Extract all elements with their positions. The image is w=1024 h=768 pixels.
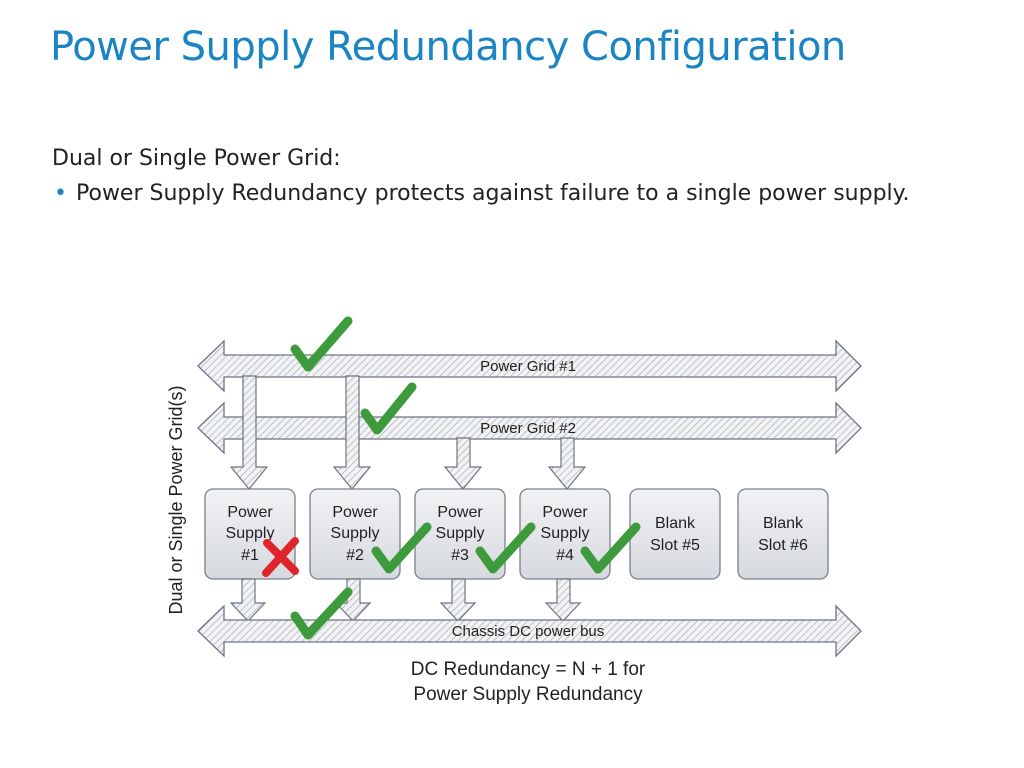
power-supply-3-label-3: #3 [451,547,469,564]
blank-slot-6-label-2: Slot #6 [758,537,808,554]
output-arrow-supply-4 [544,578,582,622]
power-supply-3-label-2: Supply [436,525,485,542]
supply-4-check-icon [580,522,641,574]
caption-line-1: DC Redundancy = N + 1 for [411,659,646,680]
dc-power-bus-arrow [197,604,862,658]
output-arrow-supply-3 [439,578,477,622]
power-supply-4-label-3: #4 [556,547,574,564]
power-grid-1-label: Power Grid #1 [480,358,576,375]
blank-slot-6-label-1: Blank [763,515,804,532]
side-label: Dual or Single Power Grid(s) [166,385,186,614]
power-supply-2-label-2: Supply [331,525,380,542]
power-grid-2-arrow [197,401,862,455]
supply-2-check-icon [371,522,432,574]
slide-title: Power Supply Redundancy Configuration [50,24,846,70]
dc-bus-check-icon [290,587,353,640]
blank-slot-6-box [737,488,829,580]
power-grid-1-arrow [197,339,862,393]
grid-1-check-icon [290,316,353,372]
blank-slot-5-label-2: Slot #5 [650,537,700,554]
power-supply-2-label-1: Power [332,504,378,521]
intro-text: Dual or Single Power Grid: [52,146,341,171]
power-supply-4-label-2: Supply [541,525,590,542]
bullet-text: Power Supply Redundancy protects against… [76,181,910,206]
feed-arrow-supply-1 [229,375,269,490]
power-supply-1-label-1: Power [227,504,273,521]
supply-1-fail-cross-icon [262,537,299,577]
output-arrow-supply-2 [334,578,372,622]
feed-arrow-supply-3 [443,437,483,490]
power-grid-2-label: Power Grid #2 [480,420,576,437]
dc-power-bus-label: Chassis DC power bus [452,623,605,640]
bullet-dot-icon: • [54,181,67,206]
power-redundancy-diagram: Dual or Single Power Grid(s) Power Grid … [166,316,862,705]
feed-arrow-supply-4 [547,437,587,490]
caption-line-2: Power Supply Redundancy [413,684,643,705]
blank-slot-5-label-1: Blank [655,515,696,532]
power-supply-3-label-1: Power [437,504,483,521]
power-supply-1-label-2: Supply [226,525,275,542]
bullet-list: • Power Supply Redundancy protects again… [52,178,982,210]
supply-3-check-icon [475,522,536,574]
power-supply-4-label-1: Power [542,504,588,521]
output-arrow-supply-1 [229,578,267,622]
grid-2-check-icon [360,382,417,435]
bullet-item: • Power Supply Redundancy protects again… [52,178,982,210]
power-supply-2-label-3: #2 [346,547,364,564]
power-supply-1-label-3: #1 [241,547,259,564]
blank-slot-5-box [629,488,721,580]
feed-arrow-supply-2 [332,375,372,490]
